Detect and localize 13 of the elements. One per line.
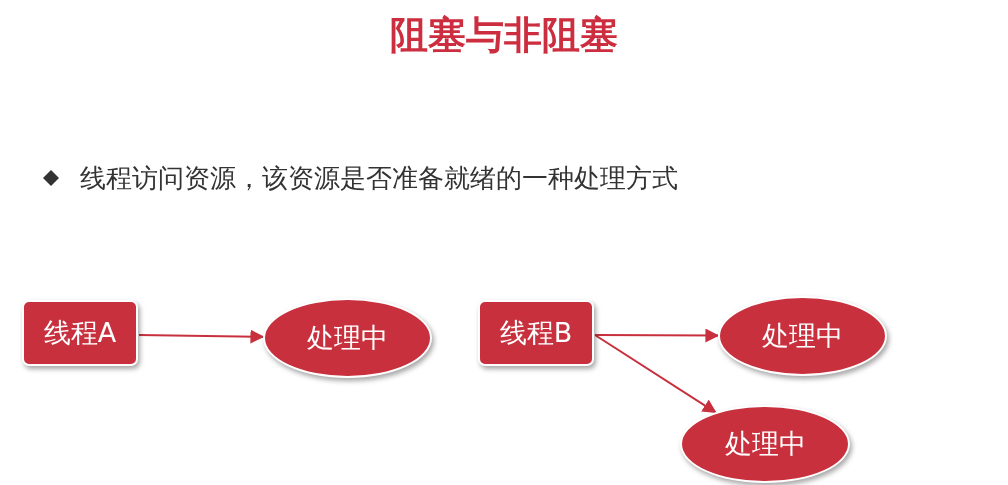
arrow [138, 329, 265, 344]
node-text: 处理中 [762, 319, 843, 353]
node-text: 处理中 [724, 427, 806, 461]
bullet-text: 线程访问资源，该资源是否准备就绪的一种处理方式 [80, 162, 678, 195]
node-text: 线程B [499, 316, 573, 350]
process-box [478, 300, 594, 366]
arrow [594, 334, 717, 414]
node-text: 处理中 [307, 321, 388, 355]
arrow [594, 328, 720, 343]
state-ellipse [680, 405, 850, 483]
node-text: 线程A [43, 316, 117, 350]
process-box [22, 300, 138, 366]
title: 阻塞与非阻塞 [390, 13, 618, 57]
